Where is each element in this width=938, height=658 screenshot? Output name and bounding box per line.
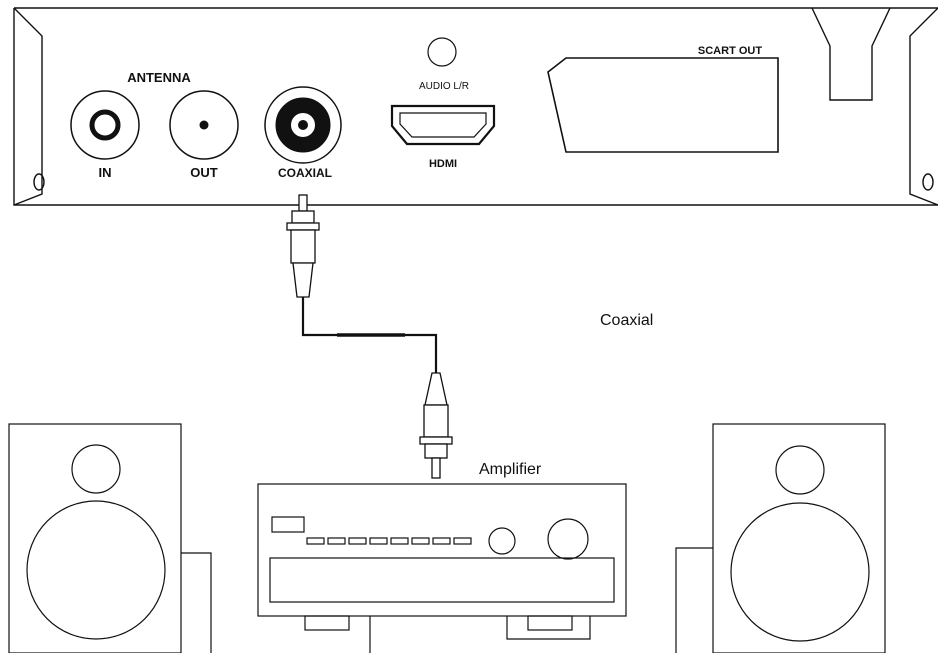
right-speaker-wire — [675, 547, 713, 653]
mount-hole-right — [922, 173, 934, 191]
receiver-back-panel — [13, 7, 938, 206]
right-speaker-woofer — [730, 502, 870, 642]
antenna-out-port — [169, 90, 239, 160]
amplifier-display — [271, 516, 305, 533]
scart-out-label: SCART OUT — [698, 45, 762, 57]
amplifier-front-panel — [269, 557, 615, 603]
amplifier-label: Amplifier — [479, 461, 542, 478]
coaxial-port-label: COAXIAL — [278, 166, 332, 180]
in-label: IN — [99, 165, 112, 180]
audio-jack — [427, 37, 457, 67]
power-bracket — [811, 7, 891, 101]
right-speaker-cabinet — [712, 423, 886, 654]
left-speaker — [8, 423, 182, 654]
rca-plug-lower — [419, 372, 453, 479]
left-speaker-tweeter — [71, 444, 121, 494]
out-label: OUT — [190, 165, 218, 180]
left-speaker-woofer — [26, 500, 166, 640]
amplifier-foot-left — [304, 615, 350, 631]
coaxial-port — [264, 86, 342, 164]
coaxial-cable-label: Coaxial — [600, 312, 653, 329]
hdmi-label: HDMI — [429, 158, 457, 170]
audio-lr-label: AUDIO L/R — [419, 81, 469, 92]
scart-port — [547, 57, 779, 153]
mount-hole-left — [33, 173, 45, 191]
amplifier-wire-loop — [506, 616, 591, 640]
hdmi-port — [390, 104, 496, 146]
amplifier-volume-knob — [547, 518, 589, 560]
left-speaker-wire — [181, 552, 212, 653]
right-speaker — [712, 423, 886, 654]
speaker-wires — [181, 547, 713, 653]
rca-plug-upper — [286, 194, 320, 298]
amplifier-body — [257, 483, 627, 617]
amplifier — [257, 483, 627, 631]
amplifier-small-knob — [488, 527, 516, 555]
antenna-label: ANTENNA — [127, 70, 191, 85]
amplifier-buttons — [306, 537, 472, 545]
amplifier-foot-right — [527, 615, 573, 631]
antenna-in-port — [70, 90, 140, 160]
right-speaker-tweeter — [775, 445, 825, 495]
